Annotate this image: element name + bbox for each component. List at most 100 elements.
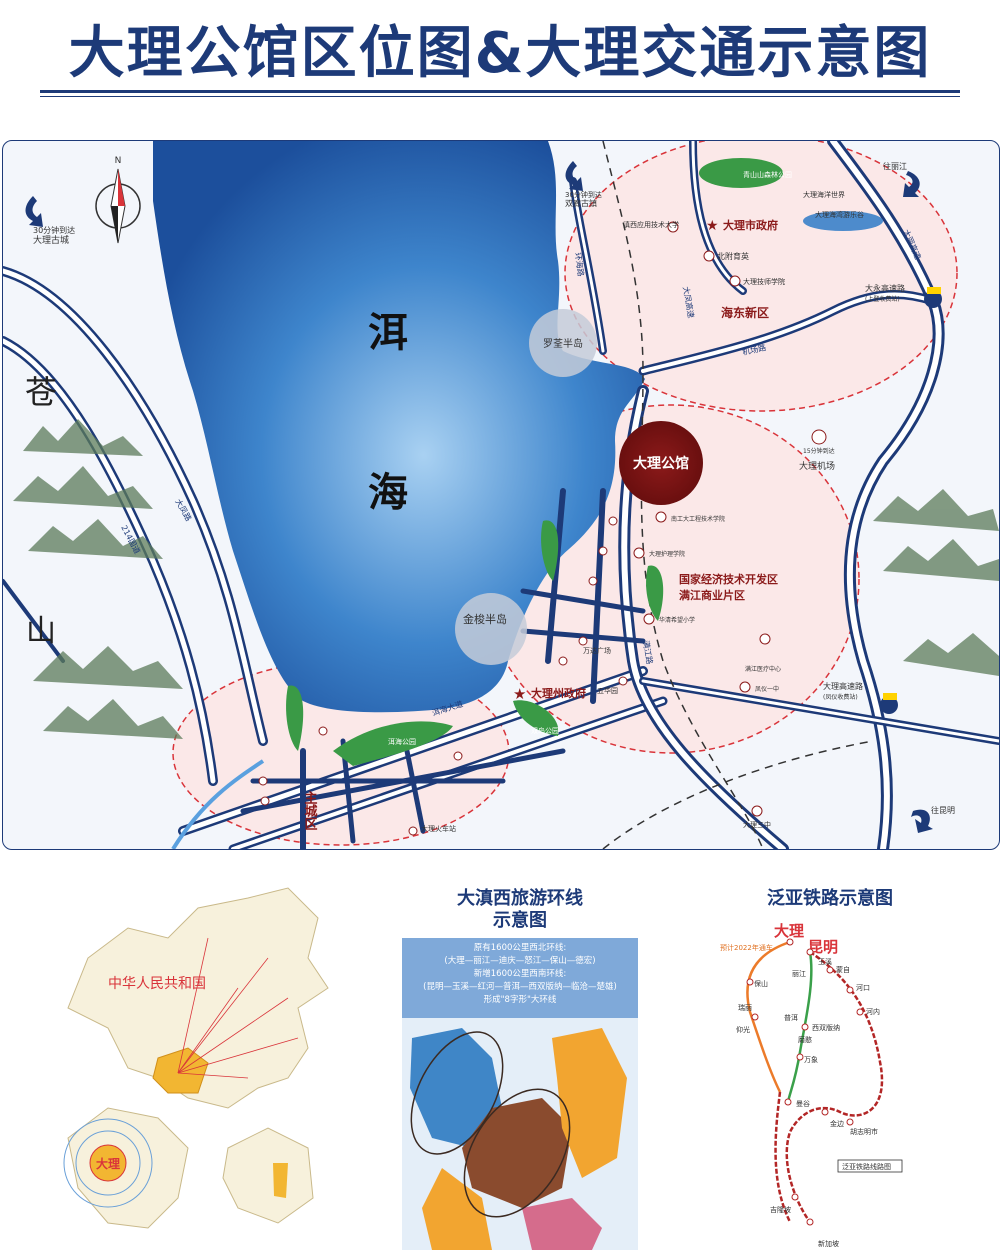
rail-station-8: 磨憨: [798, 1035, 812, 1044]
green-strip-1: [286, 685, 304, 751]
loop-info-5: 形成"8字形"大环线: [483, 995, 557, 1005]
rail-station-13: 金边: [830, 1119, 844, 1128]
rail-station-12: 吉隆坡: [770, 1205, 791, 1214]
star-zhou-gov-icon: ★: [513, 685, 526, 703]
peninsula-jinsuo: [455, 593, 527, 665]
rail-station-9: 万象: [804, 1055, 818, 1064]
label-railway-station: 大理火车站: [421, 824, 456, 833]
label-ocean-world: 大理海洋世界: [803, 190, 845, 199]
loop-info-2: (大理—丽江—迪庆—怒江—保山—德宏): [444, 956, 596, 966]
label-wuhua: 五华园: [597, 686, 618, 695]
label-xiaoshan-park: 双鸟公园: [531, 726, 559, 735]
label-wanda: 万达广场: [583, 646, 611, 655]
shuanglang-time: 30分钟到达: [565, 190, 602, 199]
railway-line-2: [602, 740, 874, 849]
project-label: 大理公馆: [633, 455, 689, 472]
green-strip-3: [646, 565, 664, 621]
title-underline: [40, 90, 960, 93]
compass-icon: N: [95, 156, 141, 244]
label-main-city: 主城区: [302, 790, 318, 831]
label-school5: 大理护理学院: [649, 550, 685, 558]
rail-station-17: 仰光: [736, 1025, 750, 1034]
label-china: 中华人民共和国: [108, 976, 206, 992]
poi-markers: [258, 221, 771, 836]
label-dev-zone-2: 满江商业片区: [679, 588, 745, 602]
mountain-char-1: 苍: [25, 373, 57, 411]
airport-time: 15分钟到达: [803, 447, 835, 455]
cangshan-mountains: [13, 419, 999, 739]
rail-red: [785, 950, 884, 1223]
label-expressway-up-1: 大永高速路: [865, 283, 905, 293]
rail-legend-box: [837, 1159, 903, 1173]
airport-icon: [811, 429, 827, 445]
road-label-3: 环海路: [573, 252, 586, 277]
label-jianchuan: 往昆明: [931, 805, 955, 815]
kunming-arrow-icon: [911, 809, 933, 833]
peninsula-luoquan: [529, 309, 597, 377]
label-school7: 凤仪一中: [755, 685, 779, 693]
road-label-5: 机场路: [741, 342, 767, 357]
rail-legend: 泛亚铁路线路图: [842, 1162, 891, 1171]
zone-haidong: [564, 141, 958, 412]
rail-station-16: 瑞丽: [738, 1003, 752, 1012]
label-airport: 大理机场: [799, 460, 835, 472]
label-jinsuo: 金梭半岛: [463, 612, 507, 626]
shuanglang-name: 双廊古镇: [565, 198, 597, 208]
mountain-char-2: 山: [26, 614, 56, 649]
label-luoquan: 罗荃半岛: [543, 337, 583, 350]
loop-info-1: 原有1600公里西北环线:: [473, 943, 567, 953]
yunnan-detail: [67, 1107, 189, 1229]
xiaoshan-park: [513, 700, 559, 736]
rail-station-10: 曼谷: [796, 1099, 810, 1108]
loop-title-2: 示意图: [493, 910, 547, 931]
rail-red-2: [774, 1091, 792, 1223]
route-lines: [177, 937, 299, 1079]
svg-text:N: N: [115, 156, 122, 166]
label-zhou-gov: 大理州政府: [531, 686, 586, 700]
china-outline: [67, 887, 329, 1109]
loop-title-1: 大滇西旅游环线: [457, 888, 583, 909]
gucheng-name: 大理古城: [33, 234, 69, 246]
label-bay-park: 大理海湾游乐谷: [815, 210, 864, 219]
rail-station-14: 胡志明市: [850, 1127, 878, 1136]
yunnan-region: [152, 1047, 209, 1094]
toll-up-icon: [924, 290, 942, 308]
label-school9: 大理三中: [743, 820, 771, 829]
railway-line: [602, 141, 764, 849]
label-school6: 华清希望小学: [659, 616, 695, 624]
label-city-gov: 大理市政府: [723, 218, 778, 232]
label-forest-park: 青山山森林公园: [743, 170, 792, 179]
railway-svg: 大理 昆明 预计2022年通车 丽江 玉溪 蒙自 河口 河内 普洱 西双版纳 磨…: [720, 922, 903, 1248]
label-expressway-down-1: 大理高速路: [823, 681, 863, 691]
forest-park: [699, 158, 783, 188]
china-map-panel: 中华人民共和国 大理: [48, 878, 348, 1248]
main-location-map: 罗荃半岛 金梭半岛 洱 海 苍 山 N 30分钟到达 大理古城 30分钟到达 双…: [2, 140, 1000, 850]
rail-station-dots: [746, 938, 864, 1226]
lake-char-2: 海: [368, 470, 408, 516]
rail-station-2: 玉溪: [818, 957, 832, 966]
project-marker[interactable]: [619, 421, 703, 505]
rail-green: [786, 951, 813, 1103]
label-dev-zone-1: 国家经济技术开发区: [679, 572, 778, 586]
loop-info-3: 新增1600公里西南环线:: [473, 969, 567, 979]
rail-station-15: 保山: [754, 979, 768, 988]
river: [171, 759, 265, 849]
shuanglang-arrow-icon: [565, 161, 583, 191]
loop-map: [402, 1018, 638, 1250]
rail-station-4: 河口: [856, 984, 870, 992]
rail-station-11: 新加坡: [818, 1239, 839, 1248]
label-dali-mini: 大理: [96, 1156, 120, 1171]
rail-station-1: 丽江: [792, 970, 806, 978]
province-detail: [222, 1127, 314, 1224]
erhai-park: [333, 721, 453, 766]
loop-info-4: (昆明—玉溪—红河—普洱—西双版纳—临沧—楚雄): [423, 982, 617, 992]
erhai-lake: [153, 141, 645, 713]
rail-station-3: 蒙自: [836, 965, 850, 974]
toll-down-icon: [880, 696, 898, 714]
label-school1-a: 滇西应用技术大学: [623, 220, 679, 229]
rail-orange: [746, 940, 791, 1093]
gucheng-arrow-icon: [25, 196, 43, 227]
ocean-world: [803, 211, 883, 231]
lijiang-arrow-icon: [903, 171, 920, 197]
loop-map-svg: [410, 1028, 627, 1250]
